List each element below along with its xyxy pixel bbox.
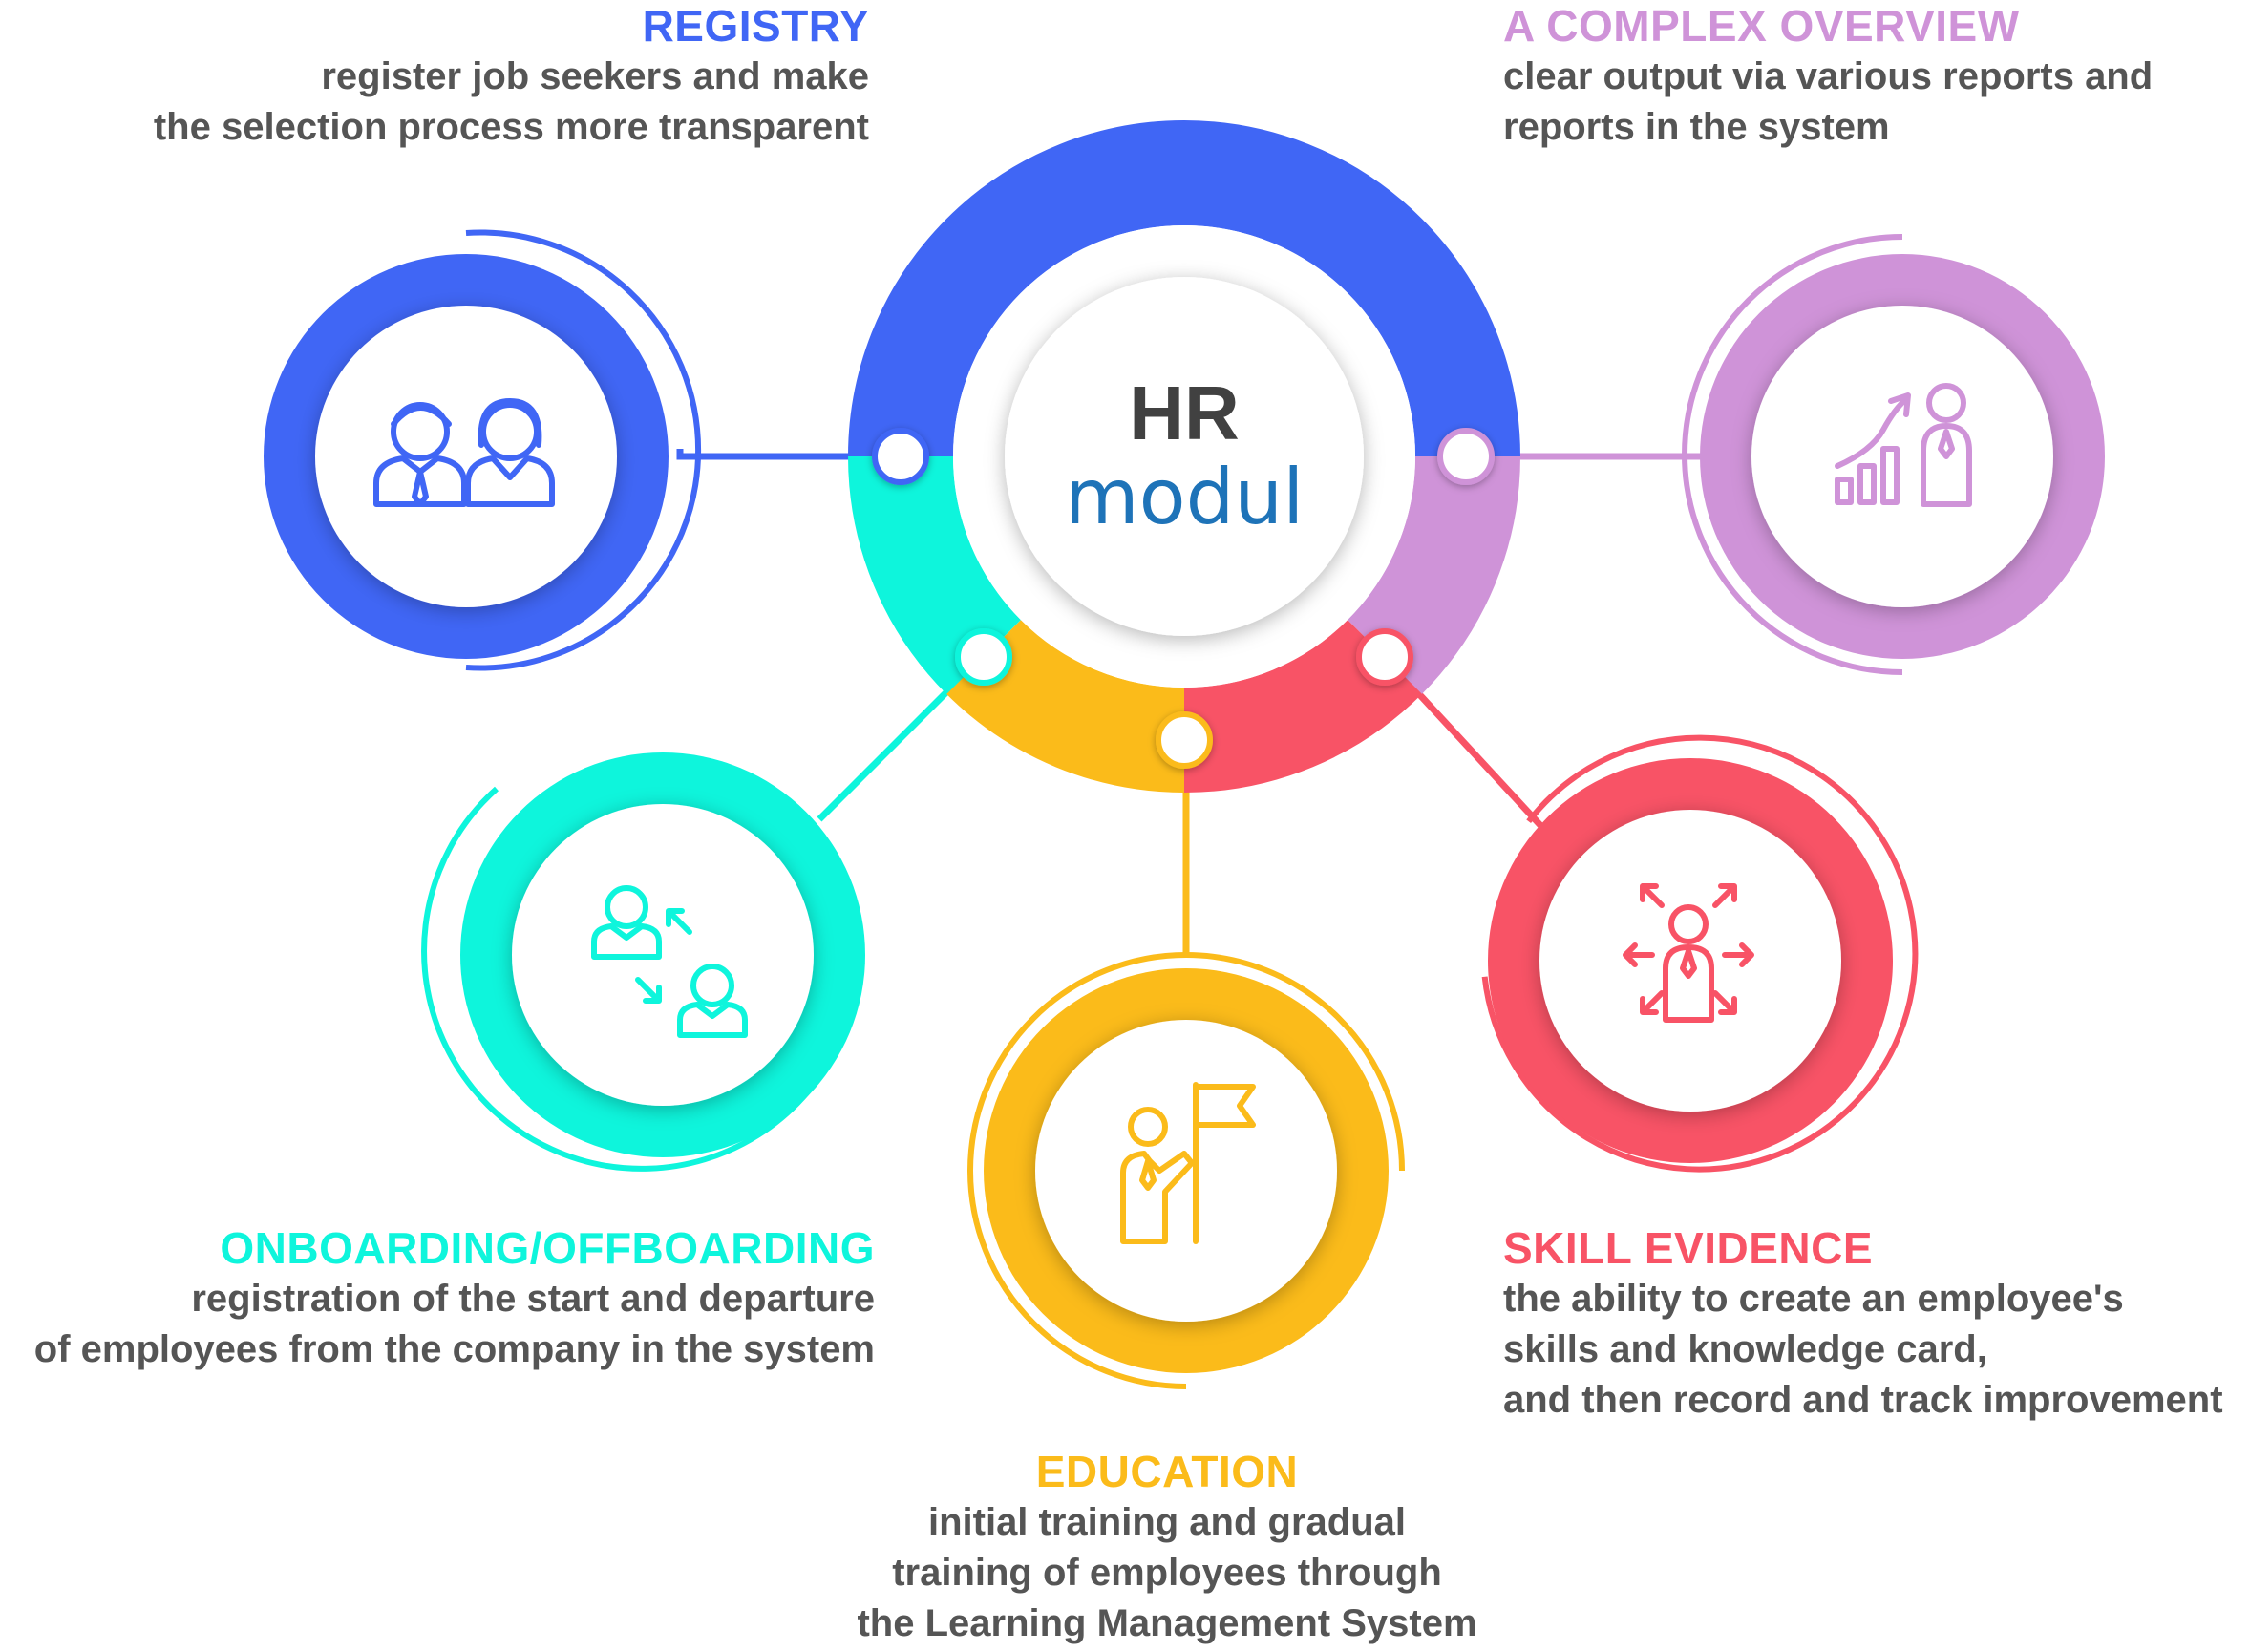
education-desc-line: training of employees through xyxy=(892,1552,1442,1594)
registry-desc-line: the selection process more transparent xyxy=(153,106,869,148)
node-education xyxy=(967,952,1405,1389)
people-pair-icon xyxy=(373,398,555,507)
person-arrows-icon xyxy=(1623,883,1754,1023)
overview-desc-line: clear output via various reports and xyxy=(1503,55,2154,97)
ring-dot-overview xyxy=(1437,428,1495,485)
label-education: EDUCATION initial training and gradual t… xyxy=(804,1446,1530,1649)
overview-desc-line: reports in the system xyxy=(1503,106,1890,148)
overview-title: A COMPLEX OVERVIEW xyxy=(1503,1,2020,51)
ring-dot-education xyxy=(1156,711,1213,769)
education-desc-line: initial training and gradual xyxy=(927,1501,1407,1543)
connector-registry xyxy=(676,449,898,460)
person-exchange-icon xyxy=(591,885,748,1038)
label-skill: SKILL EVIDENCE the ability to create an … xyxy=(1503,1222,2248,1426)
person-flag-icon xyxy=(1120,1082,1256,1244)
growth-chart-person-icon xyxy=(1835,383,1972,507)
ring-dot-skill xyxy=(1356,628,1413,686)
education-title: EDUCATION xyxy=(1035,1447,1299,1496)
node-registry xyxy=(264,229,702,671)
node-overview-outer-arc xyxy=(1682,234,1903,675)
onboarding-desc-line: of employees from the company in the sys… xyxy=(33,1328,875,1370)
node-skill-outer-arc xyxy=(1481,734,1919,1173)
onboarding-title: ONBOARDING/OFFBOARDING xyxy=(220,1223,875,1273)
skill-desc-line: skills and knowledge card, xyxy=(1503,1328,1987,1370)
label-overview: A COMPLEX OVERVIEW clear output via vari… xyxy=(1503,0,2229,153)
center-title-modul: modul xyxy=(1065,453,1305,541)
node-onboarding xyxy=(421,752,865,1172)
center-inner-disc xyxy=(1005,277,1364,636)
label-registry: REGISTRY register job seekers and make t… xyxy=(10,0,869,153)
skill-desc-line: the ability to create an employee's xyxy=(1503,1278,2124,1320)
node-registry-outer-arc xyxy=(465,229,702,671)
ring-dot-registry xyxy=(872,428,929,485)
node-skill xyxy=(1481,734,1919,1173)
skill-desc-line: and then record and track improvement xyxy=(1503,1379,2223,1421)
ring-dot-onboarding xyxy=(955,628,1012,686)
skill-title: SKILL EVIDENCE xyxy=(1503,1223,1873,1273)
ring-segment-registry xyxy=(848,120,1520,457)
center-title-hr: HR xyxy=(1129,371,1240,455)
label-onboarding: ONBOARDING/OFFBOARDING registration of t… xyxy=(0,1222,875,1375)
node-overview xyxy=(1682,234,2105,675)
education-desc-line: the Learning Management System xyxy=(857,1602,1477,1644)
registry-desc-line: register job seekers and make xyxy=(321,55,869,97)
onboarding-desc-line: registration of the start and departure xyxy=(191,1278,875,1320)
registry-title: REGISTRY xyxy=(642,1,869,51)
node-education-outer-arc xyxy=(967,952,1405,1389)
